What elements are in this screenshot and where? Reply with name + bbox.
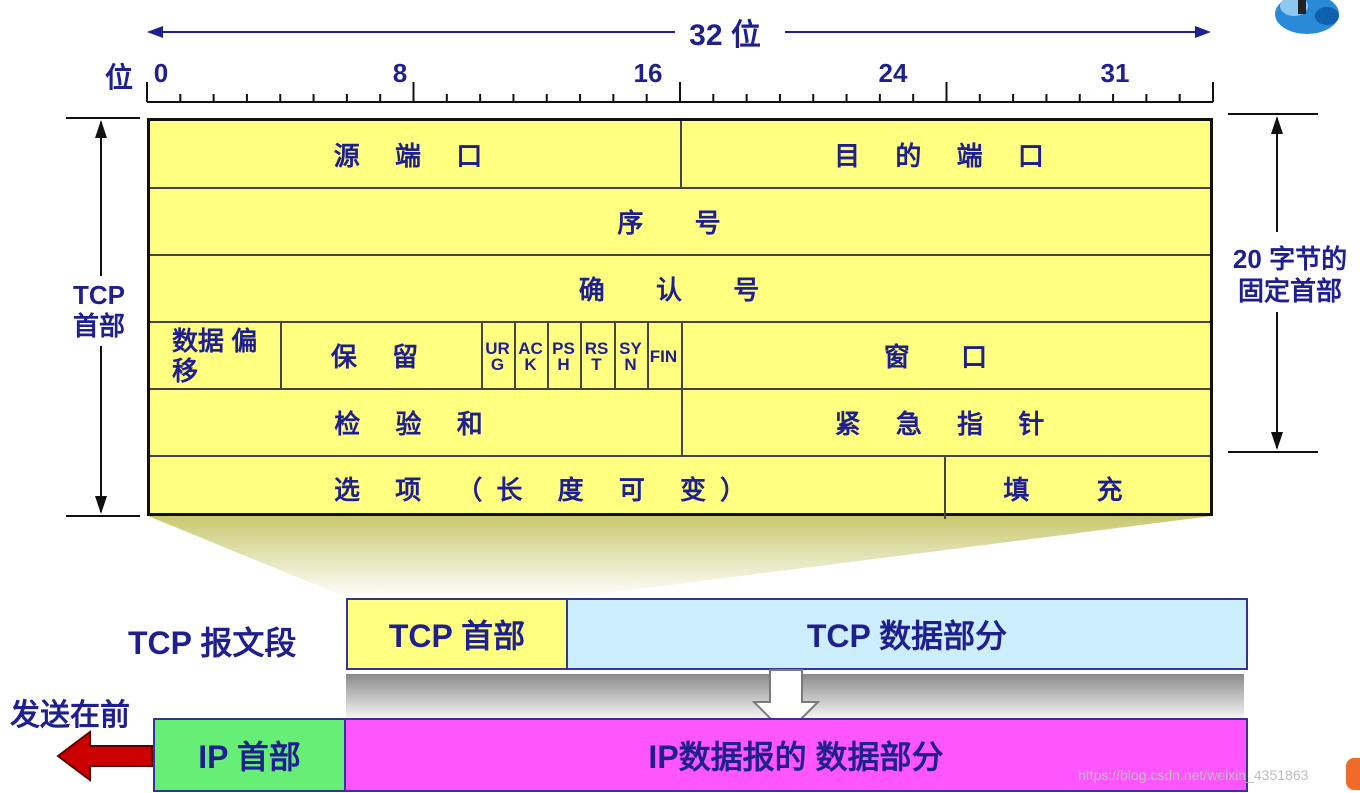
- flag-psh: PSH: [552, 339, 575, 374]
- field-checksum: 检 验 和: [334, 409, 497, 439]
- field-sequence-number: 序 号: [617, 208, 743, 238]
- fixed-header-side-label: 20 字节的 固定首部: [1232, 244, 1348, 306]
- ip-header-box: IP 首部: [153, 718, 346, 792]
- send-first-label: 发送在前: [10, 699, 130, 732]
- send-direction-arrow-icon: [56, 730, 153, 782]
- field-source-port: 源 端 口: [333, 140, 497, 171]
- flag-ack: ACK: [518, 339, 543, 374]
- csdn-logo-icon: [1346, 758, 1360, 790]
- network-logo-icon: [1275, 0, 1339, 34]
- tcp-segment-label: TCP 报文段: [128, 625, 297, 661]
- field-reserved: 保 留: [330, 342, 433, 372]
- tick-label-16: 16: [633, 58, 663, 88]
- flag-syn: SYN: [619, 339, 642, 374]
- field-data-offset: 数据 偏移: [172, 325, 258, 386]
- watermark: https://blog.csdn.net/weixin_4351863: [1078, 767, 1309, 783]
- tick-label-24: 24: [878, 58, 908, 88]
- tick-label-31: 31: [1100, 58, 1130, 88]
- width-label: 32 位: [689, 19, 761, 52]
- ip-data-box: IP数据报的 数据部分: [344, 718, 1248, 792]
- tcp-header-bracket: [66, 117, 140, 517]
- flag-rst: RST: [584, 339, 609, 374]
- flag-fin: FIN: [649, 347, 678, 366]
- bit-label: 位: [105, 62, 134, 93]
- tick-label-0: 0: [153, 58, 169, 88]
- tcp-segment-data-box: TCP 数据部分: [566, 598, 1248, 670]
- field-urgent-pointer: 紧 急 指 针: [834, 409, 1059, 439]
- bit-ruler: [146, 82, 1214, 103]
- fixed-header-bracket: [1228, 113, 1318, 453]
- tcp-header-table: 源 端 口 目 的 端 口 序 号 确 认 号 数据 偏移 保 留 URG AC…: [147, 118, 1213, 519]
- field-destination-port: 目 的 端 口: [834, 140, 1058, 171]
- field-acknowledgment-number: 确 认 号: [578, 275, 782, 305]
- flag-urg: URG: [485, 339, 510, 374]
- field-options: 选 项 （长 度 可 变）: [333, 474, 761, 505]
- tcp-header-side-label: TCP 首部: [72, 280, 125, 341]
- field-padding: 填 充: [1003, 474, 1153, 505]
- tcp-segment-header-box: TCP 首部: [346, 598, 568, 670]
- tick-label-8: 8: [392, 58, 408, 88]
- field-window: 窗 口: [883, 342, 1010, 372]
- width-arrow: [147, 26, 1211, 38]
